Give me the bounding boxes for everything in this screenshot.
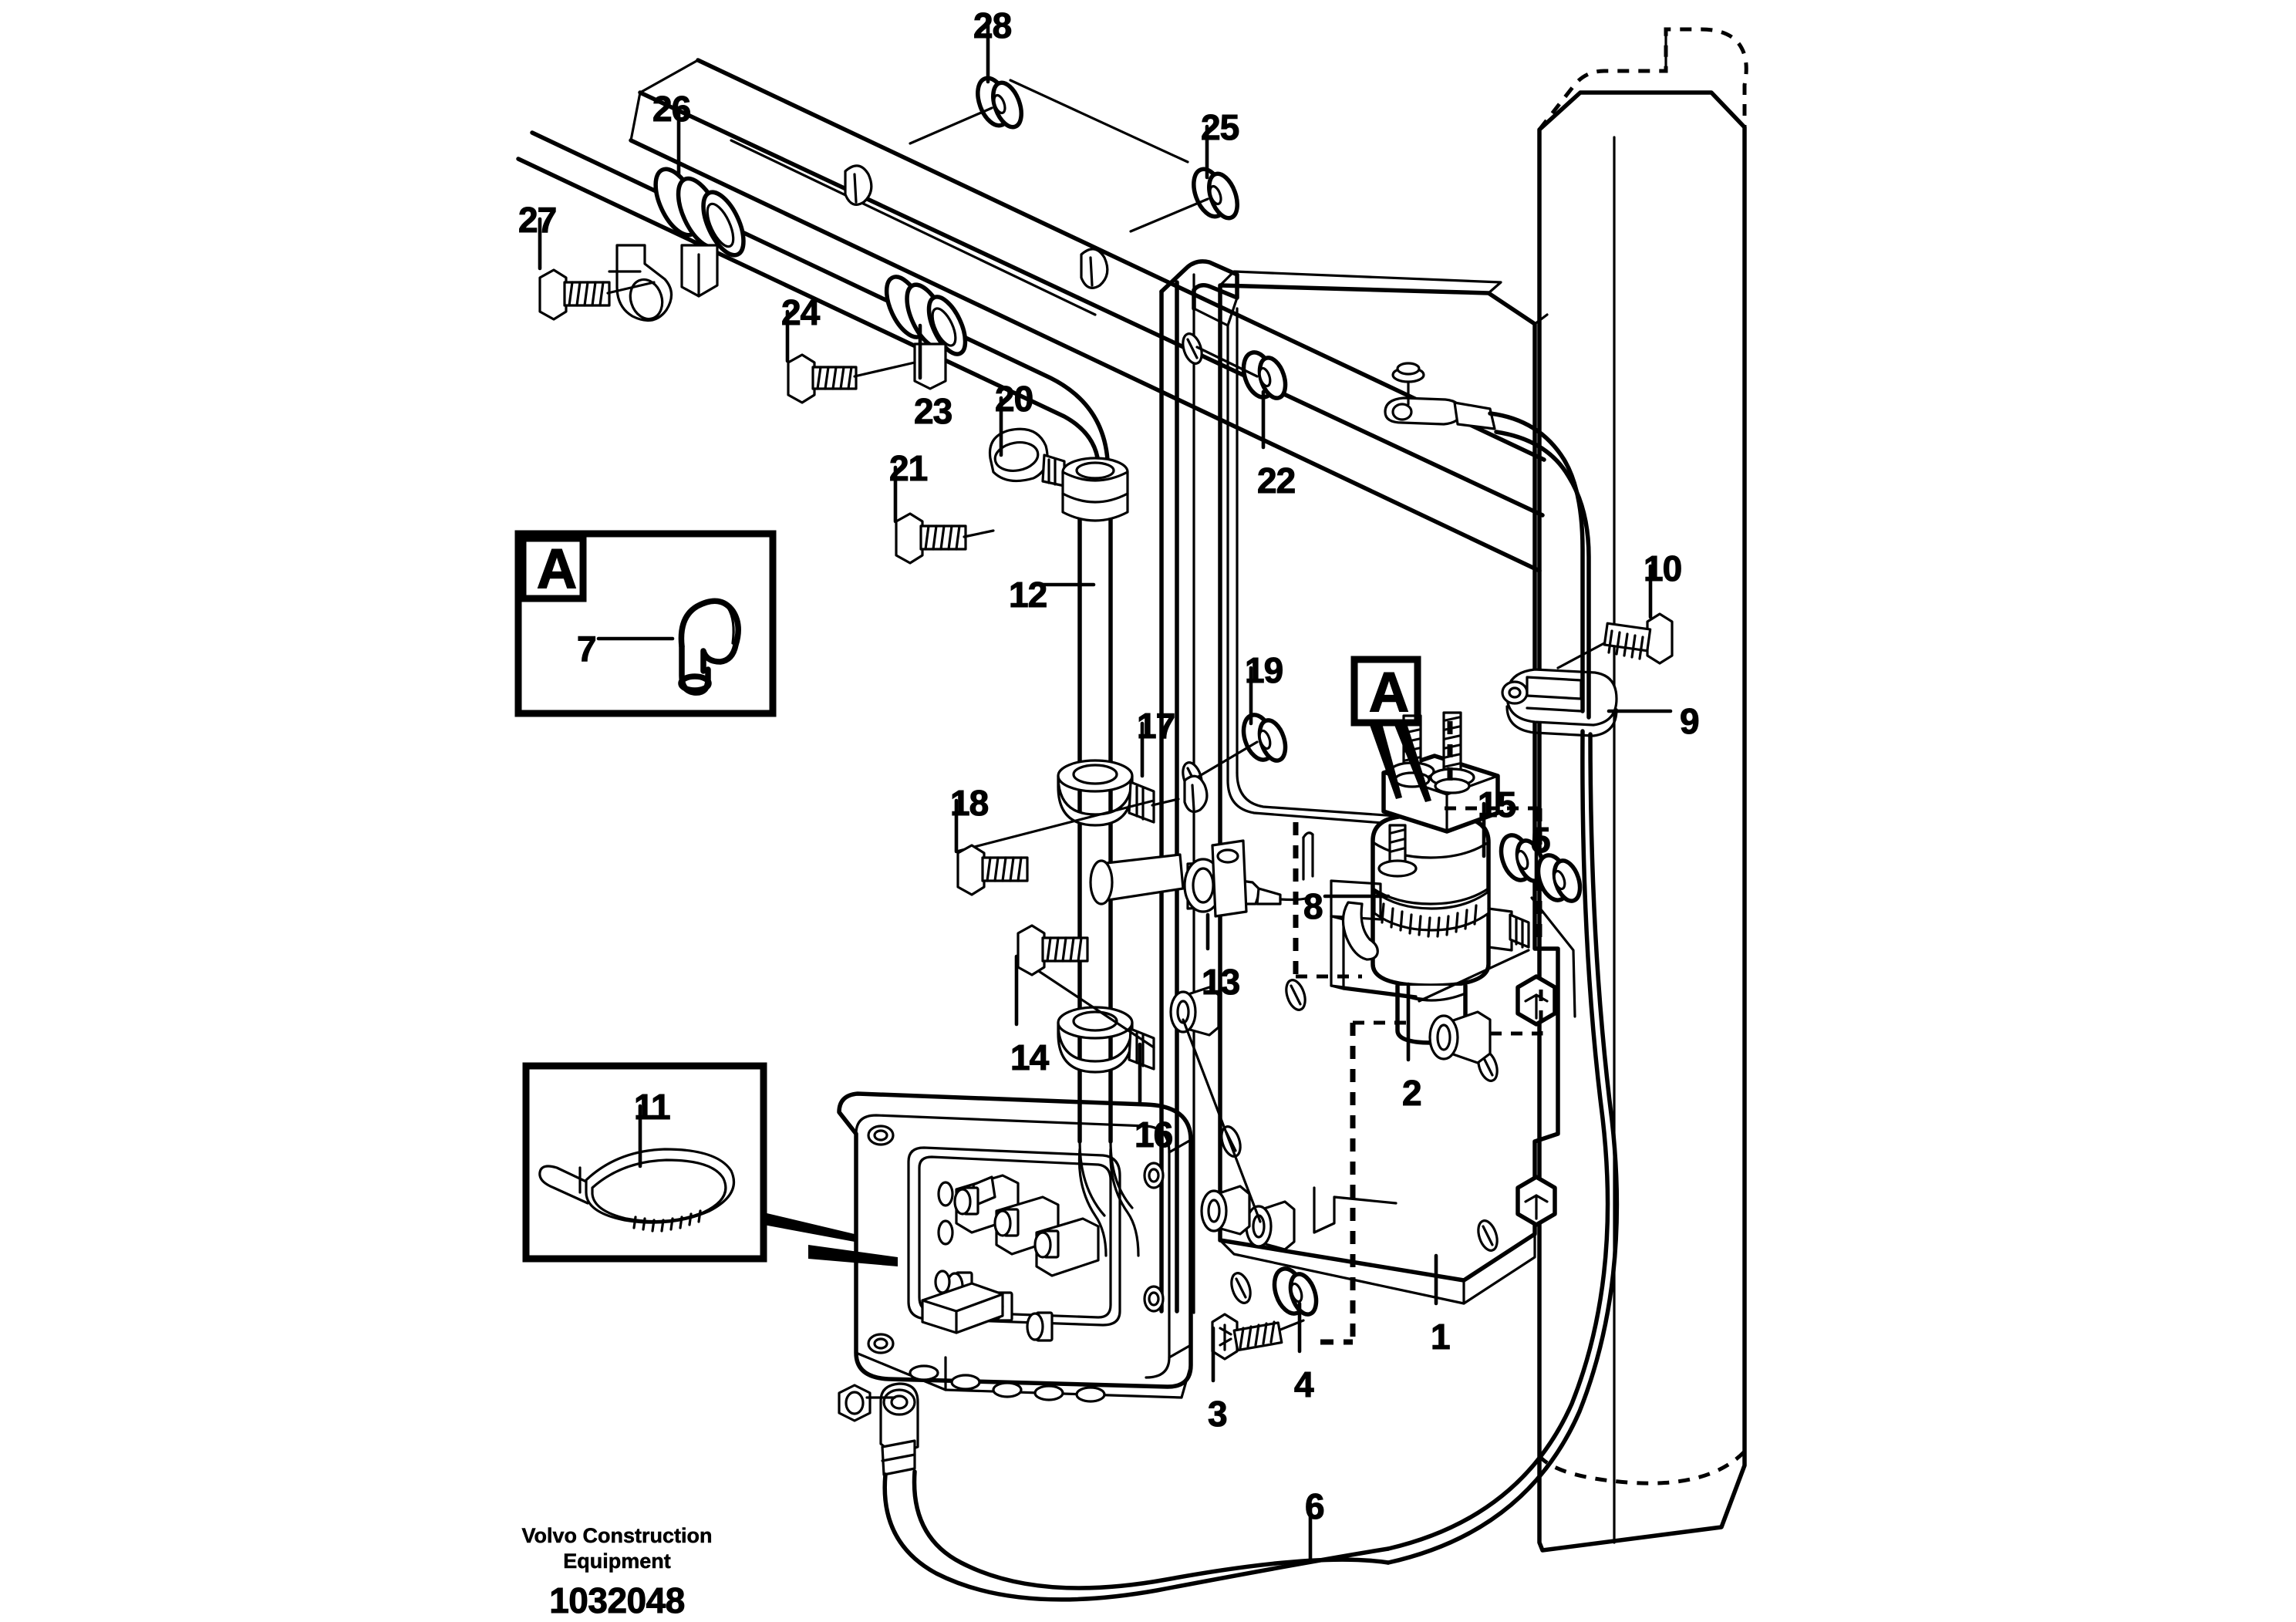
callout-10: 10 [1643,548,1682,588]
assembly-dashed-guides [1293,717,1542,1345]
detail-box-a [514,530,777,717]
spacer-bushing-lower [1182,1018,1296,1251]
p-clamp-27 [608,244,673,322]
clamp-20 [988,427,1114,487]
section-marker-a-letter: A [1368,662,1410,723]
bracket-tab-23a [680,244,719,298]
callout-6: 6 [1304,1486,1325,1526]
clamp-17 [955,759,1209,853]
upper-rail-beam [629,58,1546,573]
screw-27-body [538,268,656,321]
callout-17: 17 [1136,706,1175,746]
footer: Volvo Construction Equipment 1032048 [494,1523,740,1621]
detail-a-letter: A [536,538,578,600]
callout-12: 12 [1008,575,1047,615]
callout-15: 15 [1477,784,1516,824]
callout-1: 1 [1430,1317,1451,1357]
spacer-bushing-upper [1169,986,1220,1037]
hose-clamp-9 [1501,668,1618,737]
callout-9: 9 [1679,701,1700,741]
screw-24-body [787,353,916,404]
callout-28: 28 [973,5,1012,46]
terminal-block-3 [1033,1217,1100,1277]
callout-13: 13 [1201,962,1240,1002]
secondary-hose-run [730,79,1189,316]
callout-8: 8 [1303,886,1323,926]
callout-leaders [538,22,1673,1562]
rubber-grommet-26 [653,167,746,258]
callout-26: 26 [652,89,691,129]
battery-cable-upper [1384,362,1620,1565]
document-number: 1032048 [549,1580,686,1620]
machine-post [1537,27,1748,1553]
rubber-grommet-23 [884,275,968,390]
bracket-hole-a [1182,332,1203,365]
screw-18-body [956,844,1029,896]
hairpin-clip [1302,831,1314,881]
screw-21-body [895,512,995,565]
section-marker-a [1350,656,1431,802]
callout-16: 16 [1134,1114,1173,1155]
callout-3: 3 [1207,1394,1228,1434]
box-top-hose [1077,1148,1140,1257]
pump-outlet-nut [1428,984,1543,1064]
callout-5: 5 [1530,820,1551,860]
callout-19: 19 [1244,650,1283,690]
callout-14: 14 [1010,1037,1049,1077]
callout-20: 20 [994,379,1033,419]
callout-21: 21 [888,448,928,488]
detail-box-cable-tie [522,1062,855,1263]
washer-4 [1272,1266,1319,1317]
brand-line-1: Volvo Construction [521,1524,713,1547]
terminal-box [808,1091,1193,1403]
pump-bracket-8 [1330,879,1530,1003]
connector-13 [1089,839,1313,918]
callout-18: 18 [949,783,989,823]
screw-14-body [1017,924,1089,976]
callout-4: 4 [1293,1364,1314,1404]
fuel-pump-2 [1371,711,1500,1045]
callout-24: 24 [781,292,820,332]
washer-19 [1195,713,1288,779]
screw-3-body [1211,1313,1305,1361]
callout-2: 2 [1401,1073,1422,1113]
hose-grommet-upper [1061,457,1129,522]
callout-23: 23 [913,391,952,431]
tab-washer-a [844,164,873,206]
spacer-bushing-13 [1200,1185,1251,1236]
callout-25: 25 [1200,107,1239,147]
washer-25 [1129,167,1239,233]
callout-11: 11 [633,1087,671,1127]
brand-line-2: Equipment [563,1549,671,1573]
washer-28 [909,76,1023,145]
callout-7: 7 [576,629,597,669]
callout-22: 22 [1256,460,1296,501]
hex-nut-lower [1515,1175,1557,1227]
hex-nut-upper [1515,974,1557,1027]
tab-washer-b [1080,248,1109,289]
washer-5 [1530,853,1583,1018]
mounting-plate-1 [1218,270,1560,1305]
washer-22 [1195,346,1288,400]
callout-27: 27 [518,200,557,240]
screw-10-body [1556,612,1674,669]
channel-bracket [1159,259,1421,1314]
